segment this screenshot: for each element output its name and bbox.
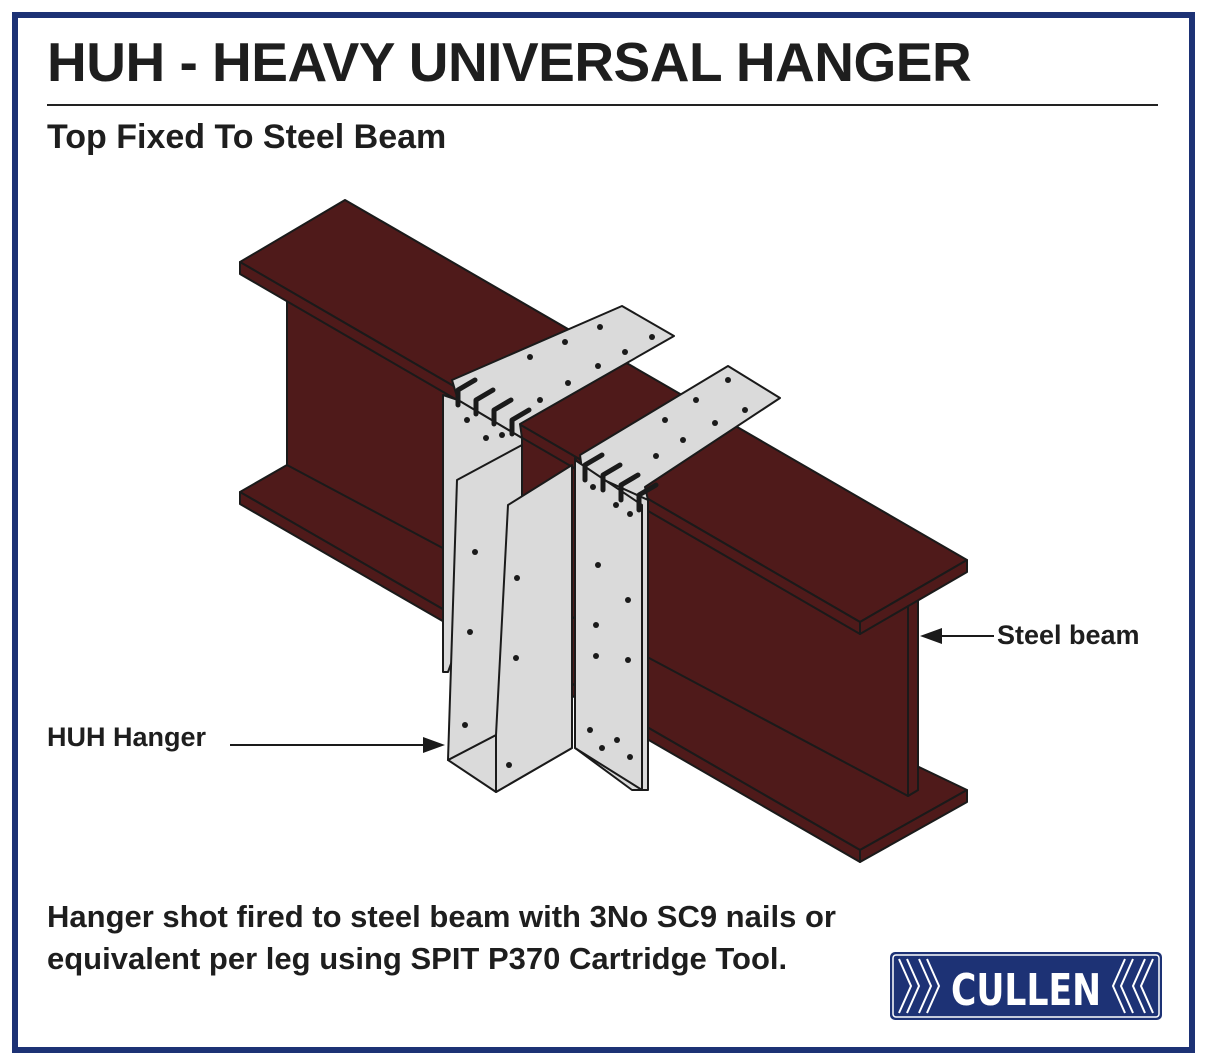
web-end (907, 597, 919, 797)
right-side-plate (574, 459, 643, 791)
page-border (12, 12, 1195, 1053)
front-side-plate (495, 464, 573, 793)
huh-hanger (442, 305, 781, 793)
cullen-logo: CULLEN (890, 952, 1162, 1020)
label-arrows (230, 628, 994, 753)
page-title: HUH - HEAVY UNIVERSAL HANGER (47, 31, 972, 93)
steel-beam-label: Steel beam (997, 620, 1140, 650)
nail-holes (462, 324, 748, 768)
nail-slots (455, 377, 659, 513)
top-flange-end (859, 559, 968, 635)
bottom-flange-end (859, 789, 968, 863)
title-divider (47, 104, 1158, 106)
chevron-icons (898, 958, 1154, 1014)
hanger-label: HUH Hanger (47, 722, 207, 752)
installation-note: Hanger shot fired to steel beam with 3No… (47, 899, 836, 976)
svg-text:CULLEN: CULLEN (951, 965, 1101, 1016)
page-subtitle: Top Fixed To Steel Beam (47, 118, 447, 156)
